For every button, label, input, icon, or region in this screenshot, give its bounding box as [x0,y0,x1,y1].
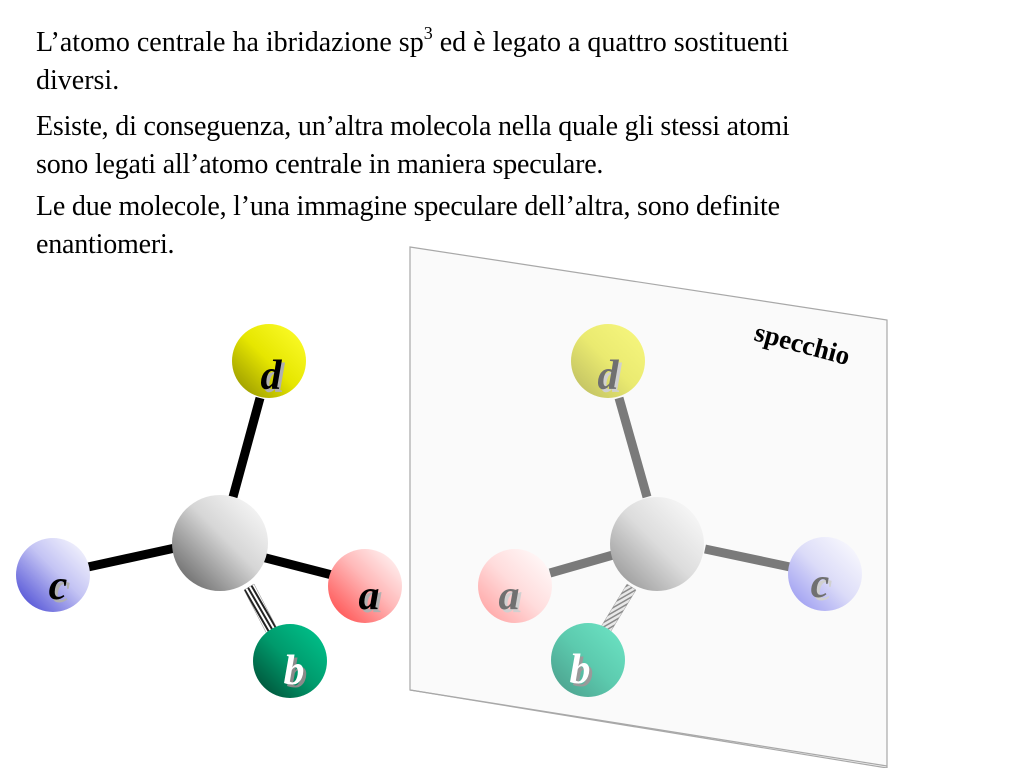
molecule-right: d d a a b b c c [478,324,862,697]
paragraph-hybridization: L’atomo centrale ha ibridazione sp3 ed è… [36,24,789,100]
atom-center [172,495,268,591]
bond-center-d [228,396,265,499]
atom-b-label: b [284,648,305,694]
atom-c-mirror-label: c [811,561,830,607]
paragraph-line: diversi. [36,65,120,96]
paragraph-mirror-molecule: Esiste, di conseguenza, un’altra molecol… [36,108,790,184]
paragraph-enantiomers: Le due molecole, l’una immagine specular… [36,188,780,264]
atom-d-mirror-label-shadow: d [601,356,623,402]
atom-a-mirror-label: a [499,573,520,619]
atom-center-mirror [610,497,704,591]
atom-c-label: c [49,563,68,609]
paragraph-line: sono legati all’atomo centrale in manier… [36,149,604,180]
atom-a-mirror-label-shadow: a [502,576,523,622]
atom-d-mirror: d d [571,324,645,402]
atom-d-label-shadow: d [264,356,286,402]
atom-c: c c [16,538,90,612]
atom-d-label: d [261,353,283,399]
mirror-bottom-edge [409,689,888,767]
bond-center-a [256,551,334,580]
atom-d: d d [232,324,306,402]
bond-center-d-mirror [614,396,652,499]
paragraph-line: Esiste, di conseguenza, un’altra molecol… [36,111,790,142]
atom-c-mirror: c c [788,537,862,611]
paragraph-line: Le due molecole, l’una immagine specular… [36,191,780,222]
atom-b-mirror-label: b [570,647,591,693]
molecule-left: d d c c a a b b [16,324,402,698]
atom-a: a a [328,549,402,623]
paragraph-line: enantiomeri. [36,229,175,260]
atom-b-mirror-label-shadow: b [573,650,594,696]
atom-d-mirror-label: d [598,353,620,399]
atom-b-label-shadow: b [287,651,308,697]
text-span: ed è legato a quattro sostituenti [432,27,789,58]
bond-center-a-mirror [548,548,622,578]
atom-b: b b [253,624,327,698]
text-span: L’atomo centrale ha ibridazione sp [36,27,424,58]
atom-c-mirror-label-shadow: c [814,564,833,610]
atom-c-label-shadow: c [52,566,71,612]
atom-a-label: a [359,573,380,619]
atom-a-mirror: a a [478,549,552,623]
bond-center-c-mirror [704,544,791,572]
atom-b-mirror: b b [551,623,625,697]
atom-a-label-shadow: a [362,576,383,622]
bond-center-c [87,543,176,572]
superscript-3: 3 [423,23,433,43]
paragraph-line: L’atomo centrale ha ibridazione sp3 ed è… [36,24,789,62]
